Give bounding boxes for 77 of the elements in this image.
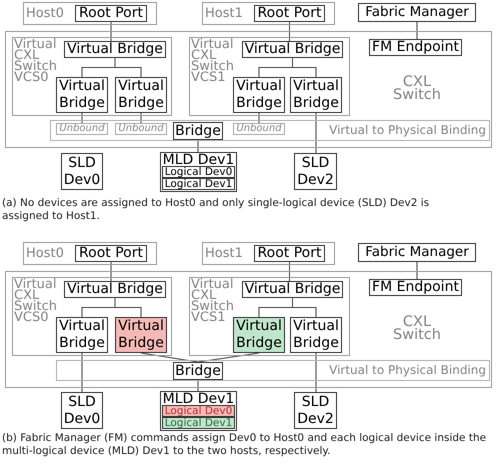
root-port-box: Root Port — [75, 5, 147, 22]
logical-device-box: Logical Dev0 — [162, 405, 235, 417]
connector-line — [114, 298, 142, 318]
virtual-bridge-box: Virtual Bridge — [56, 77, 108, 113]
binding-band — [50, 120, 490, 141]
virtual-switch-label: Virtual CXL Switch VCS0 — [14, 279, 57, 323]
binding-label: Virtual to Physical Binding — [329, 123, 486, 137]
connector-line — [289, 22, 290, 42]
host-label: Host1 — [205, 245, 243, 262]
connector-line — [289, 262, 290, 282]
virtual-bridge-box: Virtual Bridge — [242, 41, 343, 58]
connector-line — [110, 22, 112, 42]
panel-caption: (b) Fabric Manager (FM) commands assign Dev0 to Host0 and each logical device inside the multi-logical device (MLD) Dev1 to the two hosts, respectively. — [2, 432, 488, 458]
switch-frame — [5, 31, 492, 148]
device-box: SLD Dev0 — [61, 392, 103, 429]
switch-label: CXL Switch — [393, 76, 441, 102]
connector-line — [140, 352, 198, 362]
unbound-slot-box: Unbound — [115, 123, 167, 135]
virtual-switch-frame — [12, 277, 172, 356]
fabric-manager-box: Fabric Manager — [358, 3, 476, 22]
device-box: SLD Dev2 — [294, 153, 337, 190]
host-frame — [202, 2, 335, 25]
root-port-box: Root Port — [254, 5, 325, 22]
binding-label: Virtual to Physical Binding — [329, 363, 486, 377]
virtual-bridge-box: Virtual Bridge — [115, 77, 167, 113]
switch-frame — [5, 271, 492, 388]
switch-label: CXL Switch — [393, 316, 441, 342]
virtual-bridge-box: Virtual Bridge — [64, 281, 166, 298]
device-box: SLD Dev2 — [294, 392, 337, 429]
connector-line — [198, 352, 260, 362]
connector-line — [110, 262, 112, 282]
unbound-slot-box: Unbound — [56, 123, 108, 135]
virtual-bridge-box: Virtual Bridge — [290, 77, 342, 113]
connector-line — [292, 58, 316, 78]
connector-line — [258, 112, 260, 124]
panel-caption: (a) No devices are assigned to Host0 and only single-logical device (SLD) Dev2 is assigned to Host1. — [2, 197, 430, 223]
virtual-bridge-box: Virtual Bridge — [242, 281, 343, 298]
host-frame — [23, 242, 157, 265]
virtual-switch-frame — [189, 37, 350, 116]
connector-line — [292, 298, 316, 318]
virtual-bridge-box: Virtual Bridge — [64, 41, 166, 58]
device-label: MLD Dev1 — [162, 392, 234, 406]
connector-line — [114, 58, 142, 78]
fm-endpoint-box: FM Endpoint — [369, 39, 462, 56]
host-label: Host0 — [26, 5, 64, 22]
virtual-bridge-box: Virtual Bridge — [233, 77, 285, 113]
connector-line — [416, 22, 418, 40]
virtual-switch-frame — [12, 37, 172, 116]
virtual-bridge-box: Virtual Bridge — [56, 317, 108, 353]
virtual-switch-label: Virtual CXL Switch VCS1 — [191, 39, 234, 83]
virtual-bridge-box: Virtual Bridge — [115, 317, 167, 353]
host-label: Host1 — [205, 5, 243, 22]
logical-device-box: Logical Dev1 — [162, 178, 235, 190]
connector-line — [416, 262, 418, 280]
virtual-switch-frame — [189, 277, 350, 356]
virtual-switch-label: Virtual CXL Switch VCS1 — [191, 279, 234, 323]
logical-device-box: Logical Dev1 — [162, 417, 235, 429]
root-port-box: Root Port — [254, 245, 325, 262]
binding-band — [56, 360, 490, 381]
root-port-box: Root Port — [75, 245, 147, 262]
virtual-bridge-box: Virtual Bridge — [233, 317, 285, 353]
host-frame — [202, 242, 335, 265]
host-label: Host0 — [26, 245, 64, 262]
device-box — [160, 152, 237, 192]
virtual-bridge-box: Virtual Bridge — [290, 317, 342, 353]
device-box — [160, 391, 237, 431]
fm-endpoint-box: FM Endpoint — [369, 279, 462, 296]
unbound-slot-box: Unbound — [233, 123, 285, 135]
fabric-manager-box: Fabric Manager — [358, 243, 476, 262]
virtual-switch-label: Virtual CXL Switch VCS0 — [14, 39, 57, 83]
device-label: MLD Dev1 — [162, 153, 234, 167]
connector-line — [140, 112, 142, 124]
bridge-box: Bridge — [173, 362, 223, 380]
bridge-box: Bridge — [173, 122, 223, 140]
host-frame — [23, 2, 157, 25]
logical-device-box: Logical Dev0 — [162, 166, 235, 178]
device-box: SLD Dev0 — [61, 153, 103, 190]
